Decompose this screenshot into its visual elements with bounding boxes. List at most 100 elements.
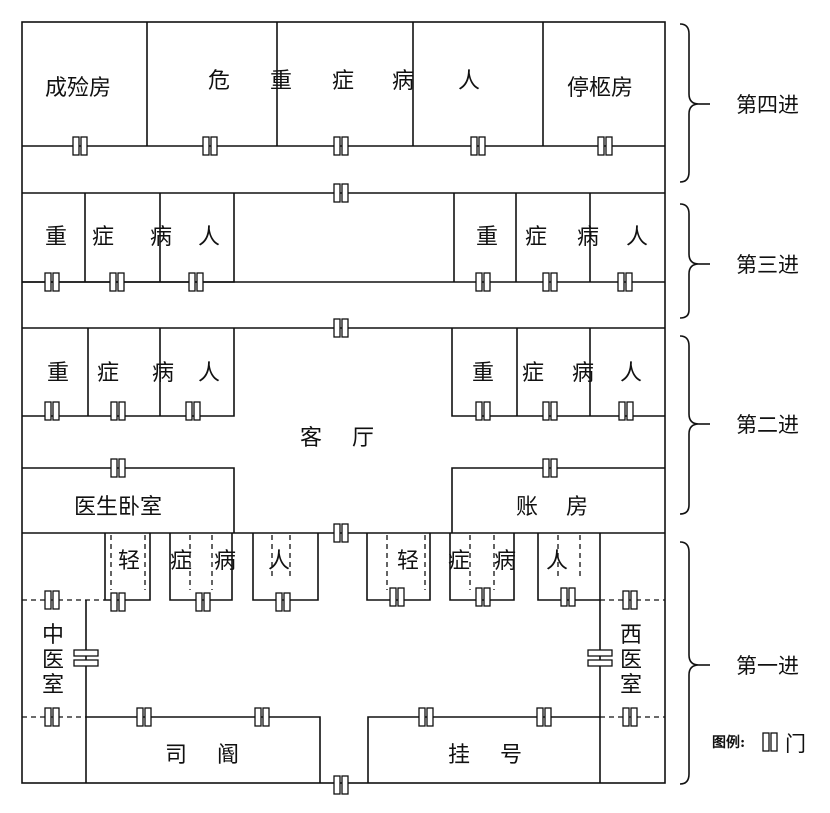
brace-second [679, 335, 700, 515]
label-third-right-3: 病 [577, 225, 599, 250]
door-icon [622, 707, 638, 727]
label-first-left-1: 轻 [118, 549, 140, 574]
door-icon [44, 590, 60, 610]
label-third-right-2: 症 [525, 225, 547, 250]
label-second-right-2: 症 [522, 361, 544, 386]
door-icon [333, 523, 349, 543]
door-icon [185, 401, 201, 421]
door-icon [618, 401, 634, 421]
label-second-right-1: 重 [472, 361, 494, 386]
room-labels: 成殓房 危 重 症 病 人 停柩房 重 症 病 人 重 症 病 人 重 症 病 … [42, 69, 648, 768]
brace-third [679, 203, 700, 319]
label-critical-5: 人 [458, 69, 480, 94]
label-third-left-4: 人 [198, 225, 220, 250]
label-hall-2: 厅 [352, 426, 374, 451]
label-first-right-4: 人 [546, 549, 568, 574]
door-icon [418, 707, 434, 727]
wall-registration [367, 716, 600, 783]
label-second-left-2: 症 [97, 361, 119, 386]
door-icon [587, 649, 613, 667]
door-icon [536, 707, 552, 727]
door-icon [333, 136, 349, 156]
label-registration-2: 号 [500, 743, 522, 768]
door-icon [560, 587, 576, 607]
wall-light-left-1 [104, 533, 151, 601]
brace-first [679, 541, 700, 785]
door-icon [44, 272, 60, 292]
wall-gatekeeper [86, 716, 321, 783]
legend-door-label: 门 [785, 732, 806, 756]
door-icon [110, 458, 126, 478]
label-critical-4: 病 [392, 69, 414, 94]
wall-third-left-wing [22, 193, 235, 283]
door-icon [542, 272, 558, 292]
label-accounts-2: 房 [566, 495, 588, 520]
door-icon [44, 401, 60, 421]
wall-accounts [451, 467, 665, 533]
label-accounts-1: 账 [516, 495, 538, 520]
legend-door-icon [762, 732, 778, 752]
label-first-right-1: 轻 [397, 549, 419, 574]
label-wm-2: 医 [620, 648, 642, 673]
door-icon [44, 707, 60, 727]
door-icon [72, 136, 88, 156]
label-doctor-bedroom: 医生卧室 [74, 495, 162, 520]
section-braces [679, 23, 710, 785]
label-second-left-4: 人 [198, 361, 220, 386]
door-icon [110, 401, 126, 421]
door-icon [542, 401, 558, 421]
label-third-left-3: 病 [150, 225, 172, 250]
door-icon [389, 587, 405, 607]
label-wm-1: 西 [620, 623, 642, 648]
section-label-fourth: 第四进 [736, 93, 799, 117]
door-icon [73, 649, 99, 667]
label-gatekeeper-1: 司 [165, 743, 187, 768]
label-first-left-4: 人 [268, 549, 290, 574]
label-critical-1: 危 [208, 69, 230, 94]
label-hall-1: 客 [300, 426, 322, 451]
door-icon [109, 272, 125, 292]
label-critical-2: 重 [270, 69, 292, 94]
door-icon [475, 587, 491, 607]
door-icon [110, 592, 126, 612]
door-icon [333, 183, 349, 203]
label-critical-3: 症 [332, 69, 354, 94]
label-wm-3: 室 [620, 673, 642, 698]
label-third-left-2: 症 [92, 225, 114, 250]
door-icon [136, 707, 152, 727]
door-icon [195, 592, 211, 612]
section-label-third: 第三进 [736, 253, 799, 277]
label-first-left-2: 症 [170, 549, 192, 574]
door-icon [275, 592, 291, 612]
door-icon [470, 136, 486, 156]
door-icon [202, 136, 218, 156]
label-registration-1: 挂 [448, 743, 470, 768]
door-icon [475, 401, 491, 421]
section-labels: 第四进 第三进 第二进 第一进 [736, 93, 799, 678]
wall-second-right-rooms [451, 328, 665, 417]
label-second-right-3: 病 [572, 361, 594, 386]
dashed-partitions [22, 535, 665, 718]
wall-second-left-rooms [22, 328, 235, 417]
legend-label: 图例: [712, 734, 745, 751]
section-label-second: 第二进 [736, 413, 799, 437]
label-first-right-2: 症 [448, 549, 470, 574]
door-icon [333, 318, 349, 338]
doors [44, 136, 638, 795]
door-icon [188, 272, 204, 292]
door-icon [254, 707, 270, 727]
label-coffin: 停柩房 [567, 76, 633, 101]
label-cm-2: 医 [42, 648, 64, 673]
label-cm-3: 室 [42, 673, 64, 698]
label-second-left-1: 重 [47, 361, 69, 386]
label-third-right-1: 重 [476, 225, 498, 250]
legend: 图例: 门 [712, 732, 806, 756]
label-first-left-3: 病 [214, 549, 236, 574]
label-third-left-1: 重 [45, 225, 67, 250]
label-first-right-3: 病 [494, 549, 516, 574]
label-second-right-4: 人 [620, 361, 642, 386]
door-icon [475, 272, 491, 292]
label-encoffining: 成殓房 [45, 76, 111, 101]
label-second-left-3: 病 [152, 361, 174, 386]
